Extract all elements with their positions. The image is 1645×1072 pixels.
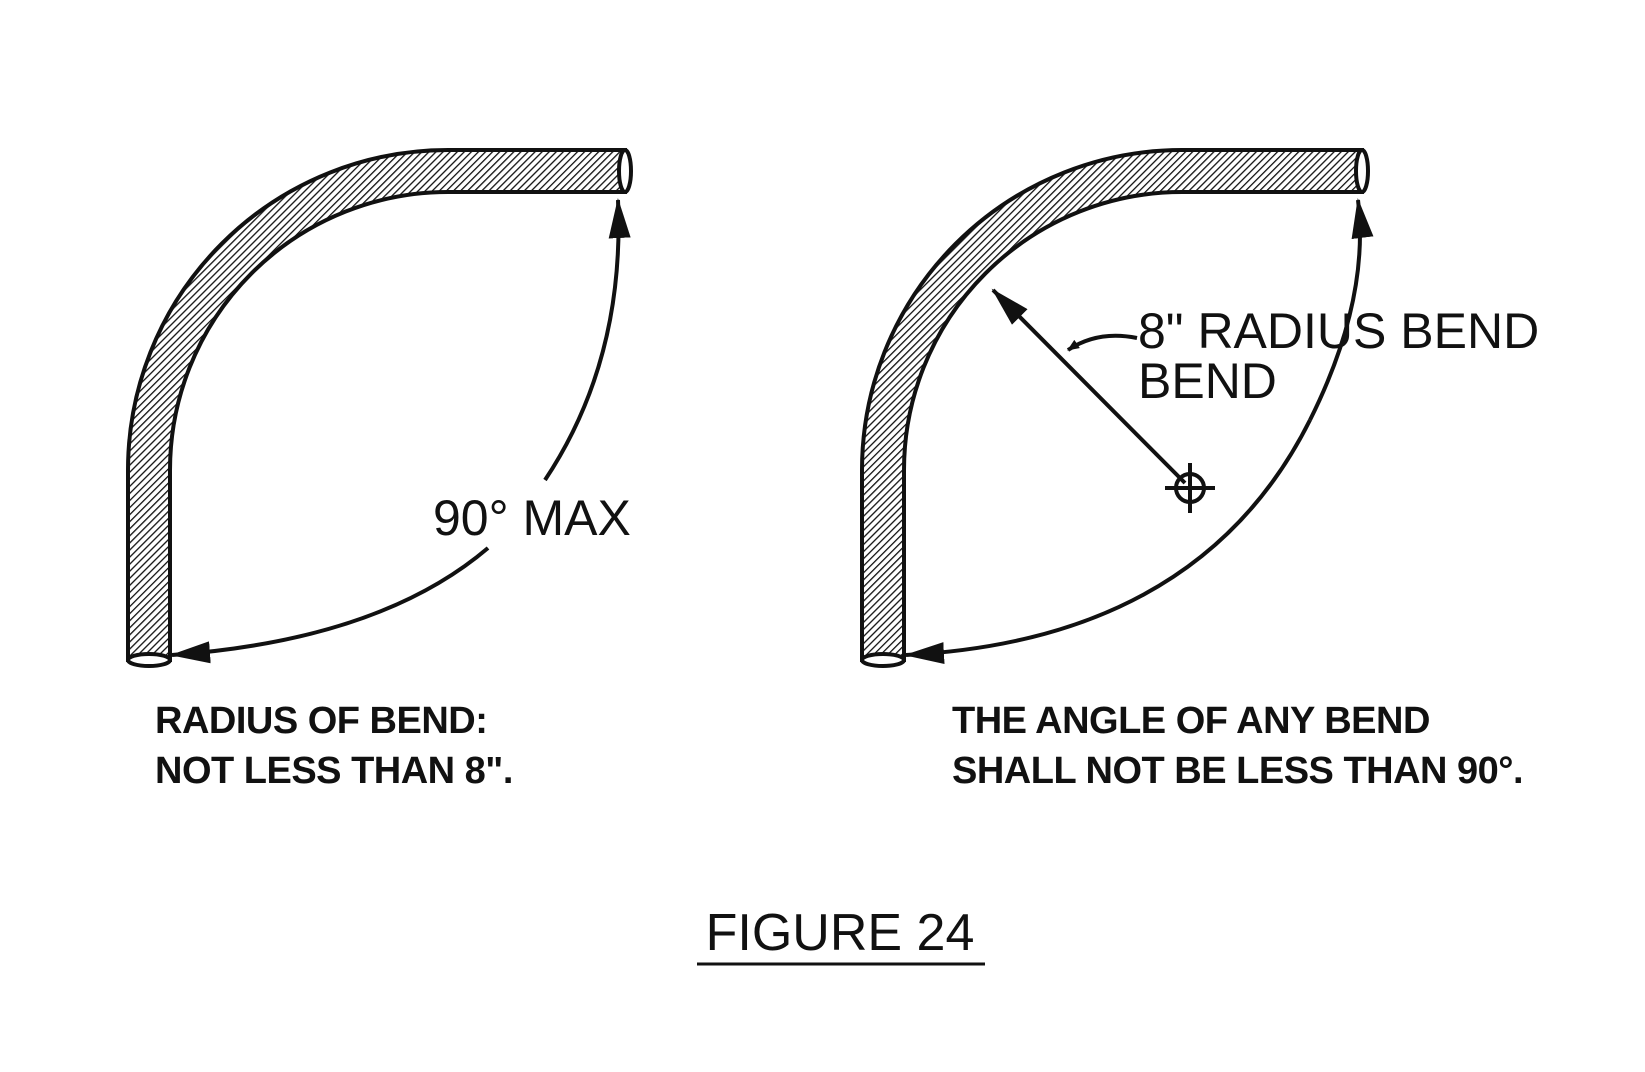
right-radius-label-line1: 8" RADIUS BEND [1138, 303, 1539, 359]
right-radius-line [991, 288, 1187, 485]
right-pipe-end-top [1354, 148, 1370, 194]
left-caption-line2: NOT LESS THAN 8". [155, 750, 513, 792]
left-pipe-end-top [617, 148, 633, 194]
left-angle-arrow-lower [170, 546, 490, 664]
right-pipe-end-bottom [860, 652, 906, 668]
left-angle-label: 90° MAX [433, 490, 631, 546]
left-pipe-bend [126, 148, 627, 662]
right-radius-label-line2: BEND [1138, 353, 1277, 409]
right-caption-line2: SHALL NOT BE LESS THAN 90°. [952, 750, 1523, 792]
right-angle-arrow-lower [904, 419, 1312, 665]
left-pipe-end-bottom [126, 652, 172, 668]
left-diagram: 90° MAX RADIUS OF BEND: NOT LESS THAN 8"… [126, 148, 633, 792]
right-pipe-bend [860, 148, 1364, 662]
left-angle-arrow-upper [543, 198, 631, 482]
left-caption-line1: RADIUS OF BEND: [155, 700, 487, 742]
figure-title-group: FIGURE 24 [697, 904, 985, 966]
center-mark-icon [1165, 463, 1215, 513]
right-caption-line1: THE ANGLE OF ANY BEND [952, 700, 1430, 742]
figure-title: FIGURE 24 [706, 904, 975, 962]
right-angle-arrow-upper [1308, 198, 1374, 421]
right-label-leader [1066, 333, 1138, 352]
right-diagram: 8" RADIUS BEND BEND THE ANGLE OF ANY BEN… [860, 148, 1539, 792]
